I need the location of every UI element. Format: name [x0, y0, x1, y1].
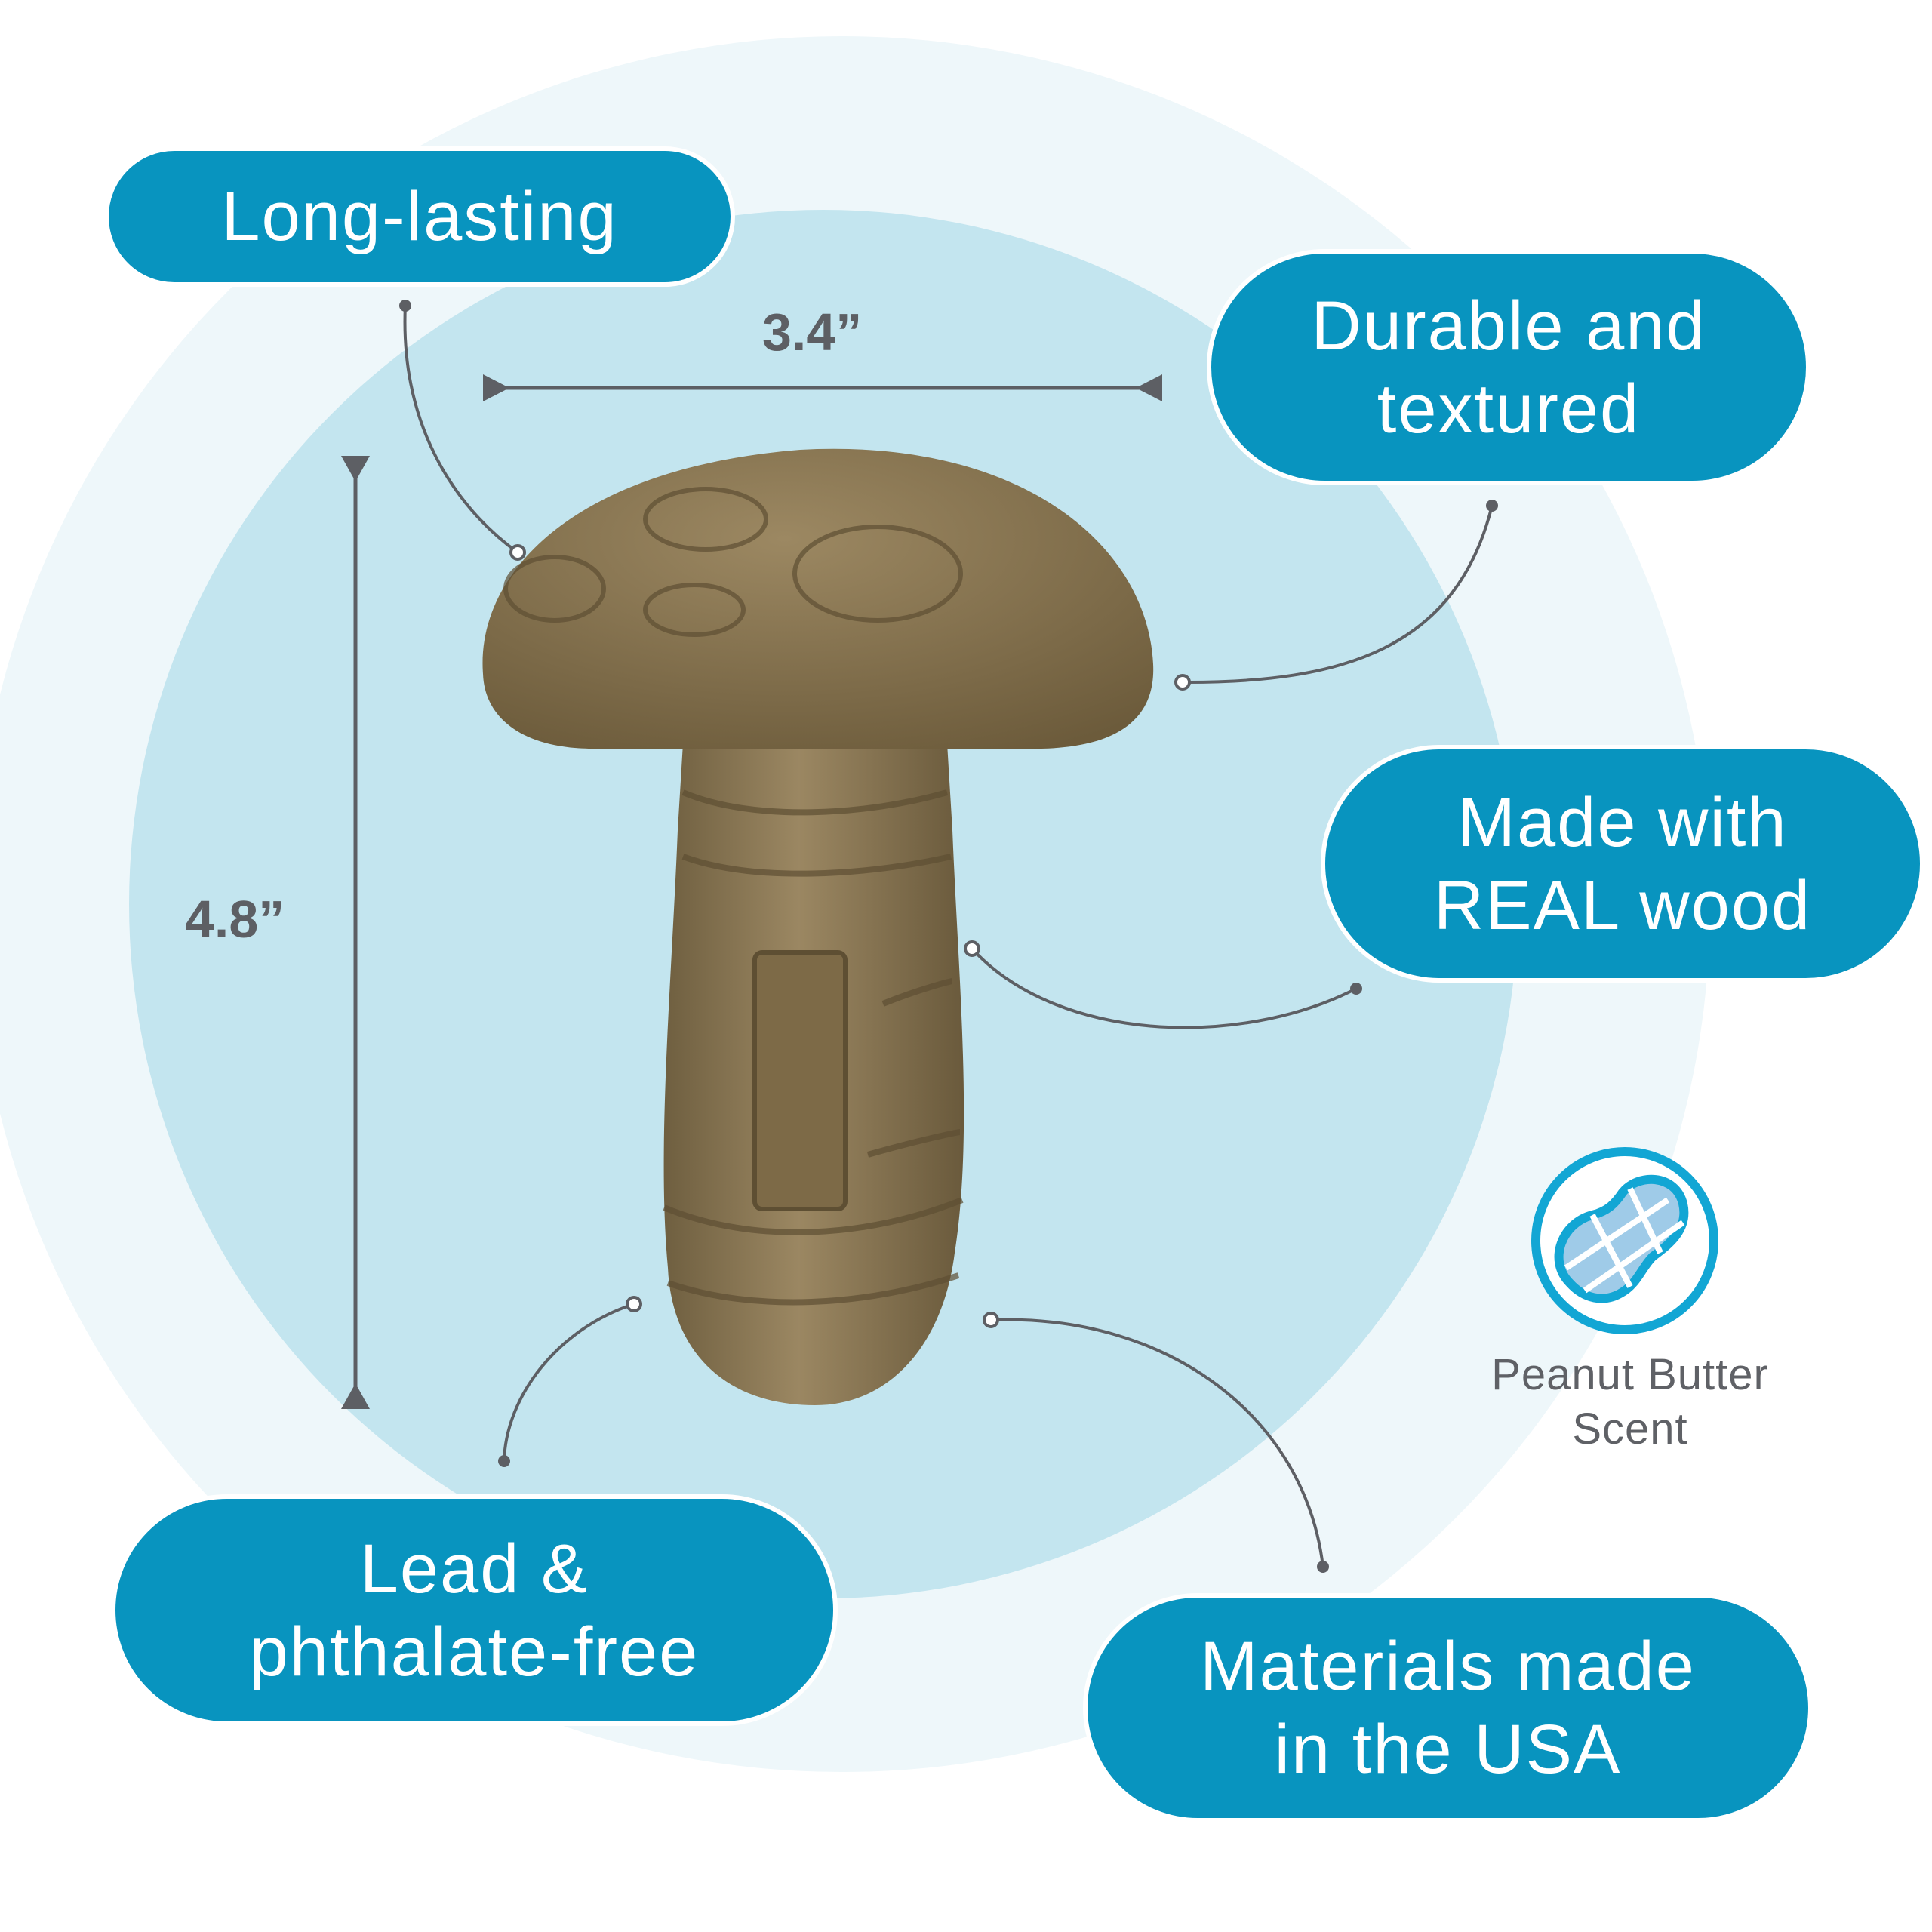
height-label: 4.8”: [185, 890, 285, 949]
connector-real-wood: [971, 947, 1357, 1029]
feature-text: Long-lasting: [221, 178, 618, 255]
peanut-icon: [1531, 1147, 1718, 1334]
feature-text: in the USA: [1274, 1711, 1622, 1788]
feature-text: Materials made: [1200, 1628, 1696, 1705]
width-dimension-line: [483, 374, 1162, 401]
feature-pill-usa: Materials made in the USA: [1083, 1593, 1813, 1823]
feature-pill-real-wood: Made with REAL wood: [1321, 745, 1924, 983]
feature-text: phthalate-free: [249, 1613, 700, 1690]
connector-usa: [990, 1318, 1324, 1567]
scent-label-line: Peanut Butter: [1491, 1350, 1769, 1399]
height-dimension-line: [341, 456, 370, 1409]
brand-logo-emboss: [752, 950, 848, 1211]
feature-text: Made with: [1457, 783, 1788, 861]
connector-lines: [403, 305, 1494, 1567]
connector-durable: [1182, 505, 1494, 685]
scent-label-line: Scent: [1572, 1404, 1688, 1454]
connector-lead-free: [503, 1303, 635, 1462]
feature-text: textured: [1377, 370, 1641, 448]
feature-text: Durable and: [1311, 287, 1706, 365]
feature-pill-durable: Durable and textured: [1207, 249, 1810, 485]
feature-pill-long-lasting: Long-lasting: [104, 146, 735, 287]
mushroom-chew-toy: [482, 448, 1154, 1405]
feature-pill-lead-free: Lead & phthalate-free: [111, 1494, 838, 1726]
feature-text: Lead &: [359, 1530, 589, 1607]
width-label: 3.4”: [762, 303, 863, 361]
scent-label: Peanut Butter Scent: [1404, 1348, 1857, 1457]
connector-long-lasting: [403, 305, 519, 554]
feature-text: REAL wood: [1433, 866, 1812, 944]
